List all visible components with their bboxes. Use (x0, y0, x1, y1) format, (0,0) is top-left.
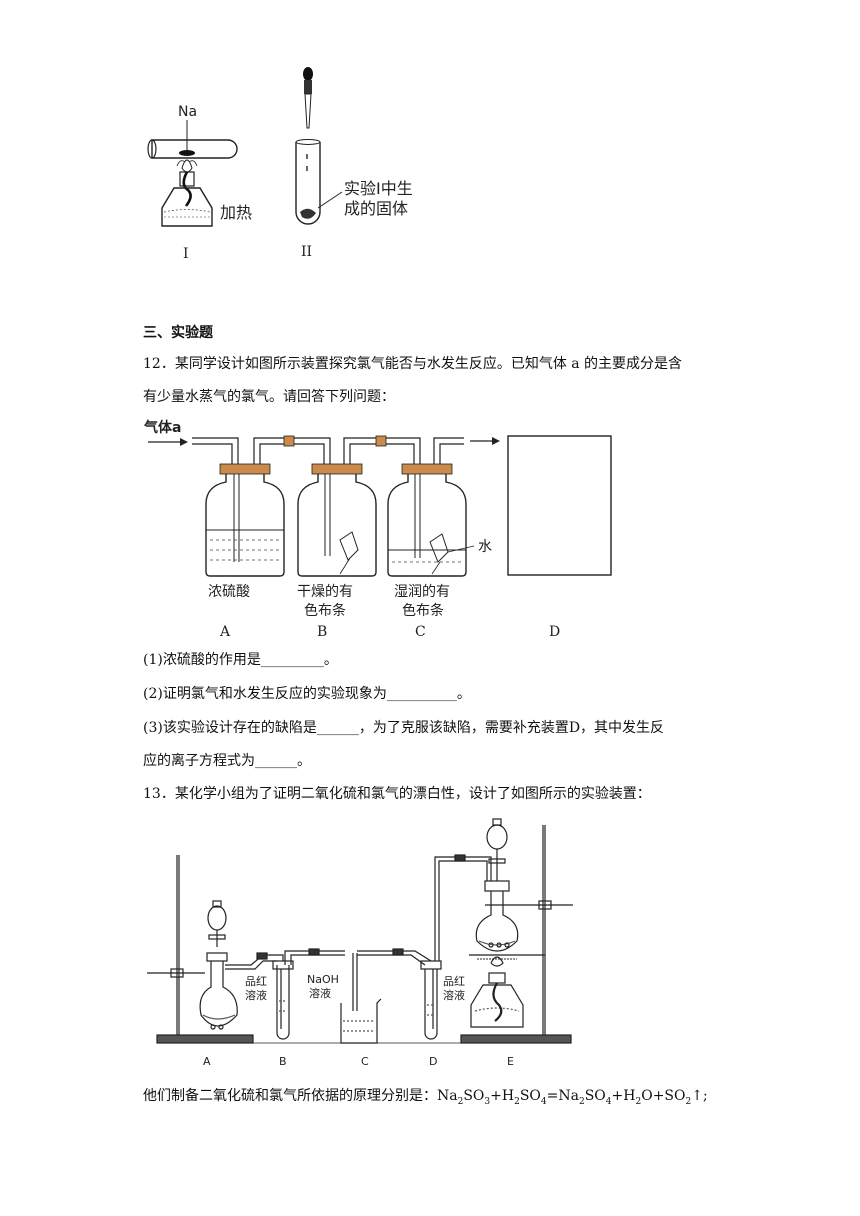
q13-principle: 他们制备二氧化硫和氯气所依据的原理分别是：Na2SO3+H2SO4=Na2SO4… (143, 1086, 708, 1106)
q12-sub3-line1: (3)该实验设计存在的缺陷是______，为了克服该缺陷，需要补充装置D，其中发… (143, 720, 665, 736)
naoh-2: 溶液 (309, 986, 331, 1000)
eq-sub: 2 (514, 1096, 520, 1107)
section-title: 三、实验题 (143, 325, 213, 341)
bottle-B-label-1: 干燥的有 (297, 584, 353, 600)
pinhong-B-2: 溶液 (245, 988, 267, 1002)
letter-E-13: E (507, 1055, 514, 1068)
q12-sub2: (2)证明氯气和水发生反应的实验现象为__________。 (143, 686, 471, 702)
q12-stem-line1: 12．某同学设计如图所示装置探究氯气能否与水发生反应。已知气体 a 的主要成分是… (143, 356, 683, 372)
letter-B: B (317, 624, 327, 640)
eq-part: O+SO (641, 1088, 686, 1104)
eq-sub: 2 (578, 1096, 585, 1107)
q13-stem: 13．某化学小组为了证明二氧化硫和氯气的漂白性，设计了如图所示的实验装置： (143, 786, 651, 802)
solid-label-line1: 实验I中生 (344, 179, 413, 198)
equation: Na2SO3+H2SO4=Na2SO4+H2O+SO2↑; (437, 1088, 708, 1107)
eq-sub: 2 (457, 1096, 464, 1107)
eq-part: SO (584, 1088, 606, 1104)
naoh-1: NaOH (307, 973, 339, 986)
eq-sub: 3 (484, 1096, 491, 1107)
figure-chlorine-apparatus: 气体a 浓硫酸 A 干燥的有 色布条 B (143, 419, 612, 640)
figure-na-experiment: Na 加热 I 实验I中生 成的固体 II (147, 67, 413, 262)
box-D (507, 435, 612, 576)
bottle-B-label-2: 色布条 (304, 602, 346, 619)
water-label: 水 (478, 539, 492, 555)
eq-part: +H (611, 1088, 636, 1104)
bottle-C-label-1: 湿润的有 (394, 584, 450, 600)
eq-part: +H (490, 1088, 515, 1104)
letter-C: C (415, 624, 426, 640)
bottle-C (387, 463, 475, 577)
eq-part: Na (437, 1088, 458, 1104)
principle-prefix: 他们制备二氧化硫和氯气所依据的原理分别是： (143, 1088, 437, 1104)
letter-D-13: D (429, 1055, 437, 1068)
eq-part: SO (519, 1088, 541, 1104)
eq-sub: 2 (635, 1096, 642, 1107)
letter-A-13: A (203, 1055, 211, 1068)
bottle-A (205, 463, 285, 577)
eq-part: ↑; (691, 1088, 708, 1104)
eq-sub: 2 (685, 1096, 692, 1107)
figure-so2-cl2-apparatus: 品红 溶液 NaOH 溶液 品红 溶液 A B C D E (147, 818, 573, 1068)
heat-label: 加热 (220, 203, 252, 222)
solid-label-line2: 成的固体 (344, 199, 408, 218)
q12-sub1: (1)浓硫酸的作用是_________。 (143, 652, 338, 668)
pinhong-D-2: 溶液 (443, 988, 465, 1002)
letter-D: D (549, 624, 560, 640)
pinhong-D-1: 品红 (443, 975, 465, 988)
q12-sub3-line2: 应的离子方程式为______。 (143, 753, 311, 769)
eq-part: =Na (546, 1088, 579, 1104)
q12-stem-line2: 有少量水蒸气的氯气。请回答下列问题： (143, 389, 395, 405)
label-II: II (301, 244, 312, 260)
bottle-A-label: 浓硫酸 (208, 584, 250, 600)
pinhong-B-1: 品红 (245, 975, 267, 988)
label-I: I (183, 246, 189, 262)
letter-A: A (219, 624, 231, 640)
eq-sub: 4 (605, 1096, 612, 1107)
eq-part: SO (463, 1088, 485, 1104)
na-label: Na (178, 104, 197, 120)
eq-sub: 4 (540, 1096, 547, 1107)
letter-C-13: C (361, 1055, 369, 1068)
gas-a-label: 气体a (143, 419, 181, 436)
letter-B-13: B (279, 1055, 287, 1068)
bottle-C-label-2: 色布条 (402, 602, 444, 619)
bottle-B (297, 463, 377, 577)
